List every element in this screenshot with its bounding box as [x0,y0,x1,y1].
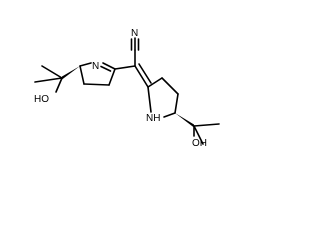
atom-label-ring2-nh: NH [146,113,160,124]
bond-methyl-bottom-right [193,125,204,145]
bond-ring1-c5-c4 [79,65,85,85]
wedge-bond-right [175,113,194,128]
bond-methyl-top-left [41,65,63,79]
bond-ring2-c2-c3 [147,77,163,88]
atom-label-nitrile-n: N [131,28,138,39]
bond-ring1-n-c2-double-a [102,62,116,70]
bond-ring2-c3-c4 [161,77,179,95]
bond-ring1-c3-c2 [108,68,116,86]
structure-canvas: HO N N NH OH [34,28,220,149]
bond-ring1-c2-central [114,65,136,70]
bond-ring2-n-c2 [147,86,152,113]
bond-ring1-c4-c3 [83,83,110,86]
atom-label-hydroxyl-left: HO [34,94,49,105]
bond-ring2-c5-n [163,112,176,118]
bond-methyl-left [34,77,63,83]
wedge-bond-left [62,66,80,80]
atom-label-hydroxyl-right: OH [192,138,207,149]
bond-ring1-c5-n [79,62,92,67]
bond-ring2-c4-c5 [174,93,179,114]
bond-methyl-right [193,123,220,127]
bond-c-oh-left [55,77,63,93]
bond-ring1-n-c2-double-b [100,65,112,72]
bond-central-ring2-double-a [134,65,149,88]
atom-label-ring1-n: N [92,61,99,72]
molecule-diagram: HO N N NH OH [34,28,220,149]
bond-central-ring2-double-b [138,63,152,84]
